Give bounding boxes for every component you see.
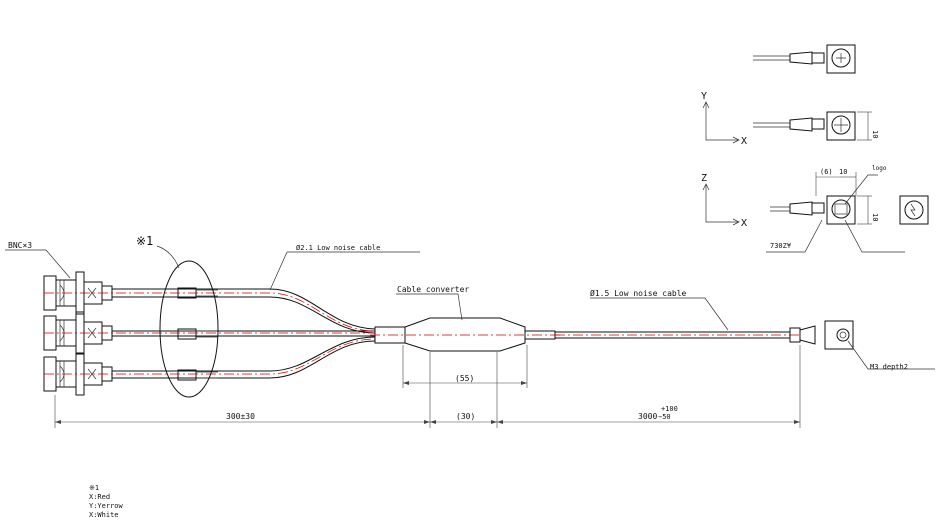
model-label: 730Z¥	[770, 242, 792, 250]
note-leader	[156, 245, 180, 269]
note-line-1: X:Red	[89, 493, 111, 501]
dim-10a-label: 10	[839, 168, 847, 176]
axis-y-label: Y	[701, 91, 707, 102]
dim-300-label: 300±30	[226, 412, 255, 421]
axis-x1-label: X	[741, 136, 747, 147]
sensor-detail-views	[702, 44, 929, 253]
color-note: ※1 X:Red Y:Yerrow X:White	[89, 484, 123, 520]
detail-view-2	[753, 111, 872, 141]
mount-label: M3 depth2	[870, 363, 908, 371]
axis-x2-label: X	[741, 218, 747, 229]
sensor-main	[824, 320, 854, 350]
note-line-2: Y:Yerrow	[89, 502, 123, 510]
bnc-connectors	[43, 271, 113, 396]
note-title: ※1	[89, 484, 100, 492]
note-line-3: X:White	[89, 511, 119, 519]
text-labels: BNC×3 ※1 Ø2.1 Low noise cable Cable conv…	[8, 91, 908, 421]
dim-10c-label: 10	[871, 213, 879, 221]
bnc-label: BNC×3	[8, 241, 32, 250]
detail-view-4	[899, 195, 929, 225]
tol-lower-label: −50	[658, 413, 671, 421]
dim-3000-label: 3000	[638, 412, 657, 421]
dimension-lines	[54, 345, 801, 428]
converter-label: Cable converter	[397, 285, 469, 294]
tol-upper-label: +100	[661, 405, 678, 413]
note-ellipse	[159, 260, 219, 398]
logo-label: logo	[872, 165, 887, 172]
cable-main-label: Ø2.1 Low noise cable	[296, 244, 380, 252]
leader-lines	[5, 249, 935, 370]
axis-zx	[702, 183, 740, 226]
axis-yx	[702, 101, 740, 144]
dim-6-label: (6)	[820, 168, 833, 176]
sensor-cable	[555, 325, 816, 345]
dim-10b-label: 10	[871, 130, 879, 138]
dim-55-label: (55)	[455, 374, 474, 383]
cable-sensor-label: Ø1.5 Low noise cable	[590, 288, 687, 298]
branch-cables	[44, 287, 376, 381]
note-ref-label: ※1	[136, 234, 153, 248]
dim-30-label: (30)	[456, 412, 475, 421]
cable-converter	[370, 317, 560, 352]
axis-z-label: Z	[701, 173, 707, 184]
detail-view-3	[766, 172, 905, 253]
detail-view-1	[753, 44, 856, 74]
